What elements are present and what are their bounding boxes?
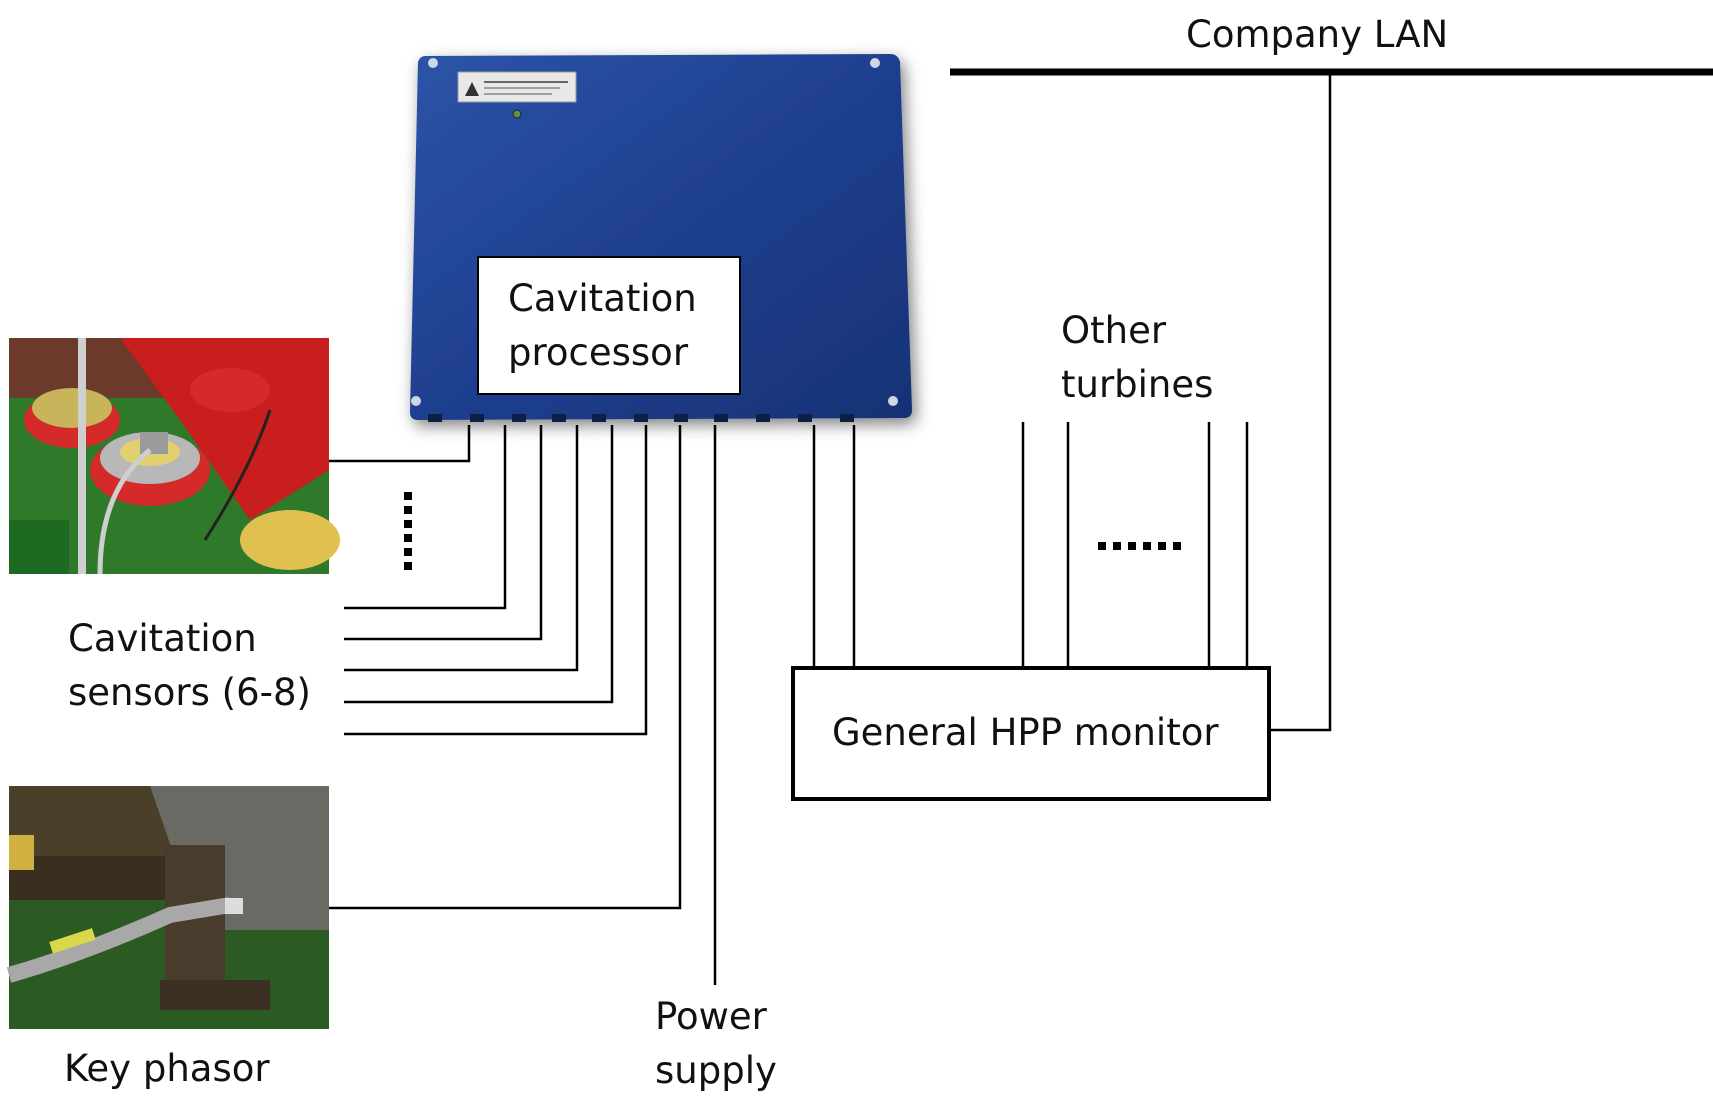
key-phasor-label: Key phasor bbox=[64, 1047, 270, 1090]
power-supply-line1: Power bbox=[655, 995, 767, 1038]
keyphasor-wire bbox=[329, 425, 682, 910]
cable-glands bbox=[428, 414, 854, 422]
corner-screw bbox=[888, 396, 898, 406]
sensors-label: Cavitation sensors (6-8) bbox=[68, 612, 311, 720]
power-supply-line2: supply bbox=[655, 1049, 777, 1092]
processor-label-line2: processor bbox=[508, 331, 689, 374]
other-turbines-label: Other turbines bbox=[1061, 304, 1213, 412]
corner-screw bbox=[411, 396, 421, 406]
corner-screw bbox=[870, 58, 880, 68]
turbines-ellipsis-icon bbox=[1098, 542, 1181, 550]
monitor-label: General HPP monitor bbox=[832, 711, 1219, 754]
processor-label: Cavitation processor bbox=[508, 272, 697, 380]
sensor-wires bbox=[329, 425, 648, 736]
lan-link-line bbox=[1268, 72, 1332, 732]
nameplate-logo-icon bbox=[465, 82, 479, 96]
monitor-box bbox=[791, 666, 1271, 801]
corner-screw bbox=[428, 58, 438, 68]
sensors-ellipsis-icon bbox=[404, 492, 412, 570]
power-supply-label: Power supply bbox=[655, 990, 777, 1098]
keyphasor-photo bbox=[6, 786, 329, 1029]
enclosure-nameplate bbox=[457, 71, 577, 103]
company-lan-label: Company LAN bbox=[1186, 13, 1449, 56]
other-turbine-wires bbox=[1021, 422, 1249, 668]
processor-label-box bbox=[477, 256, 741, 395]
processor-label-line1: Cavitation bbox=[508, 277, 697, 320]
status-led bbox=[512, 109, 522, 119]
sensor-photo bbox=[9, 338, 340, 575]
other-turbines-line1: Other bbox=[1061, 309, 1167, 352]
other-turbines-line2: turbines bbox=[1061, 363, 1214, 406]
sensors-label-line2: sensors (6-8) bbox=[68, 671, 311, 714]
sensors-label-line1: Cavitation bbox=[68, 617, 257, 660]
